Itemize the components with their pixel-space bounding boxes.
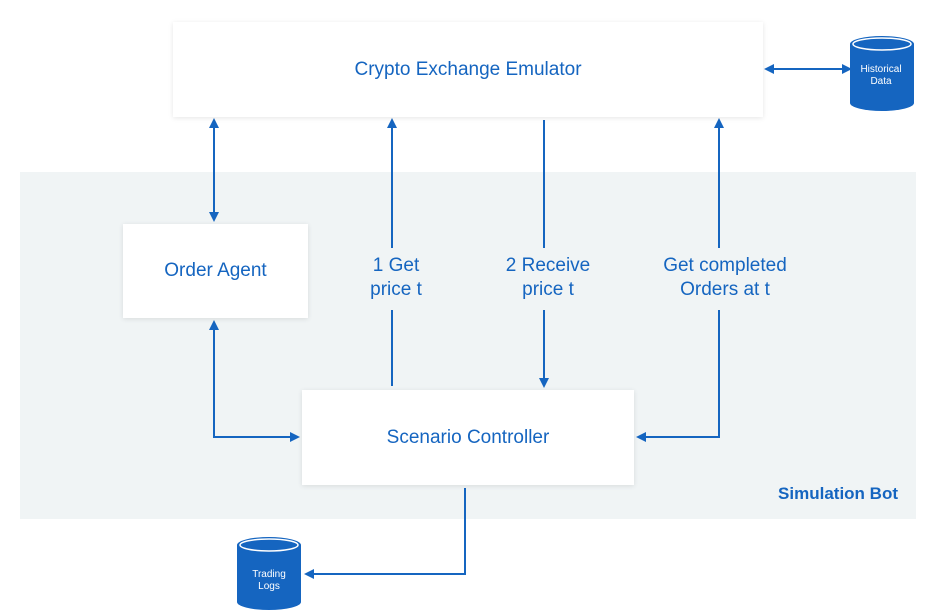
receive-price-label: 2 Receive price t	[487, 252, 609, 304]
trading-logs-label: Trading Logs	[236, 569, 302, 593]
receive-price-label-line-1: 2 Receive	[505, 255, 591, 276]
get-price-label-line-2: price t	[370, 279, 422, 300]
crypto-exchange-emulator-label: Crypto Exchange Emulator	[354, 58, 582, 80]
historical-data-cylinder-icon	[850, 36, 914, 111]
order-agent-box: Order Agent	[123, 224, 308, 318]
order-agent-controller-connector	[209, 320, 300, 442]
completed-orders-connector-lower	[636, 310, 720, 442]
receive-price-label-line-2: price t	[522, 279, 574, 300]
controller-logs-connector	[304, 488, 466, 579]
completed-orders-label-line-1: Get completed	[663, 255, 787, 276]
completed-orders-label-line-2: Orders at t	[680, 279, 770, 300]
get-price-label: 1 Get price t	[350, 252, 442, 304]
completed-orders-label: Get completed Orders at t	[636, 252, 814, 304]
trading-logs-label-line-1: Trading	[252, 569, 286, 580]
crypto-exchange-emulator-box: Crypto Exchange Emulator	[173, 22, 763, 117]
historical-data-label-line-1: Historical	[860, 64, 902, 75]
scenario-controller-box: Scenario Controller	[302, 390, 634, 485]
order-agent-label: Order Agent	[164, 260, 267, 281]
simulation-bot-label: Simulation Bot	[778, 484, 898, 503]
historical-data-label-line-2: Data	[870, 76, 892, 87]
get-price-label-line-1: 1 Get	[372, 255, 420, 276]
historical-data-label: Historical Data	[848, 64, 914, 88]
trading-logs-cylinder-icon	[237, 537, 301, 610]
trading-logs-label-line-2: Logs	[258, 581, 280, 592]
scenario-controller-label: Scenario Controller	[386, 426, 550, 448]
